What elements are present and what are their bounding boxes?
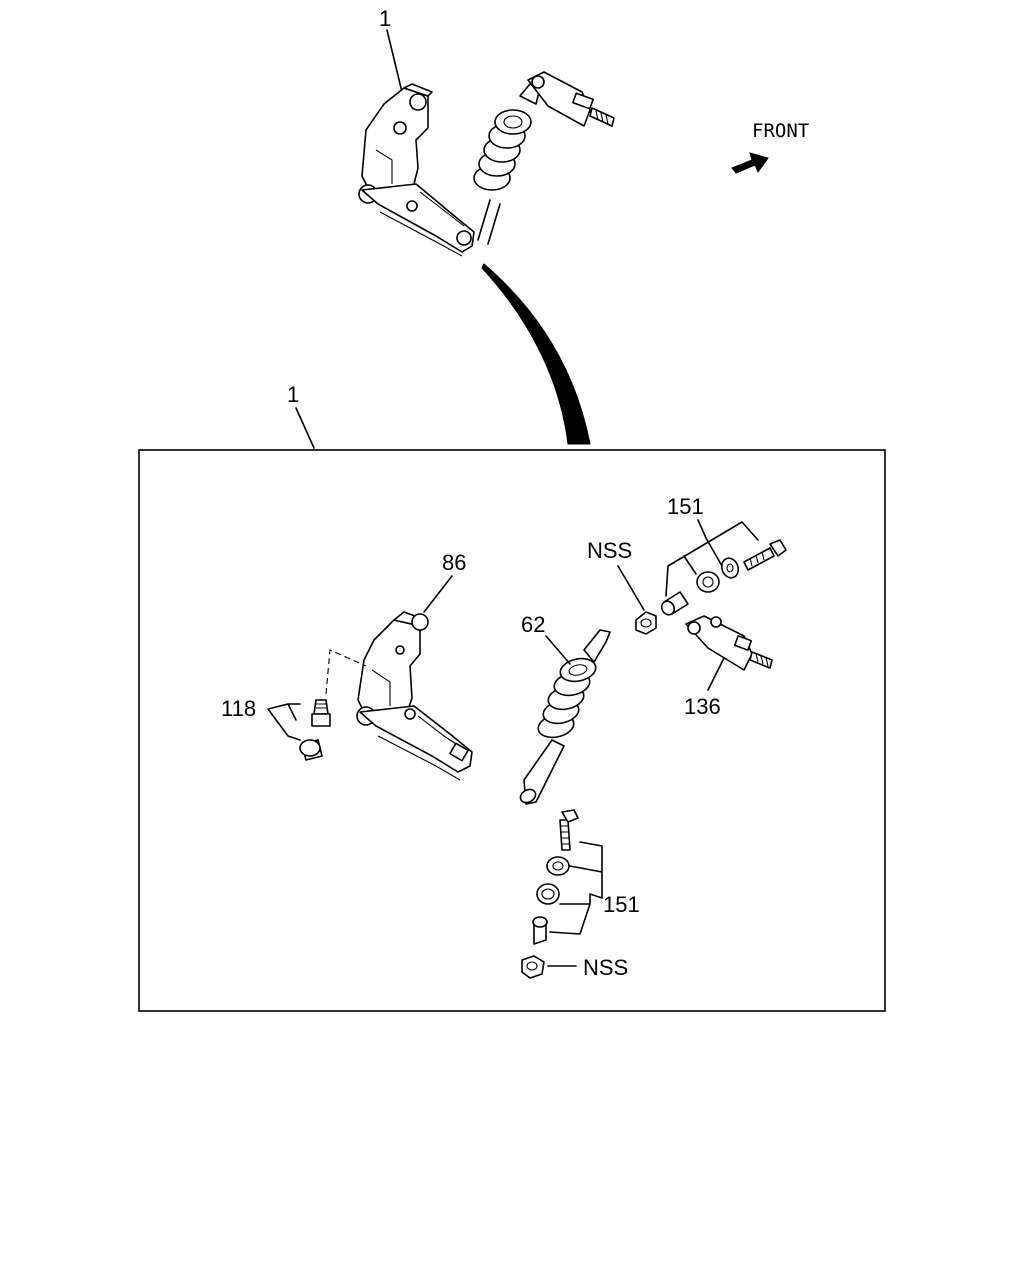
connector-arrow <box>481 263 591 445</box>
pedal-bracket-86 <box>356 611 473 781</box>
leader-bushing-lower <box>549 841 603 935</box>
leader-stop-bolt <box>267 703 301 741</box>
spring-62 <box>519 629 611 805</box>
leader-bushing-upper <box>665 519 759 597</box>
leader-nut-upper <box>617 565 645 611</box>
callout-assembly-box: 1 <box>287 382 299 407</box>
stop-bolt-118 <box>299 699 331 761</box>
leader-assembly-box <box>295 407 315 449</box>
assembly-dash-line <box>325 649 367 695</box>
leader-clevis <box>707 657 725 691</box>
assembly-overview: 1 <box>358 6 809 445</box>
leader-assembly-top <box>386 29 403 93</box>
callout-assembly-top: 1 <box>379 6 391 31</box>
spring-overview <box>473 83 541 245</box>
callout-bushing-lower: 151 <box>603 892 640 917</box>
bushing-kit-151-lower <box>532 809 579 945</box>
callout-pedal-bracket: 86 <box>442 550 466 575</box>
clevis-136 <box>685 615 773 671</box>
callout-bushing-upper: 151 <box>667 494 704 519</box>
callout-nut-lower: NSS <box>583 955 628 980</box>
nut-lower <box>521 955 545 979</box>
callout-nut-upper: NSS <box>587 538 632 563</box>
leader-spring <box>545 635 571 665</box>
front-arrow-icon <box>731 152 769 174</box>
pedal-bracket-overview <box>358 83 475 257</box>
callout-stop-bolt: 118 <box>221 696 256 721</box>
clevis-overview <box>527 71 615 127</box>
callout-spring: 62 <box>521 612 545 637</box>
leader-pedal-bracket <box>423 575 453 613</box>
nut-upper <box>635 611 657 635</box>
callout-clevis: 136 <box>684 694 721 719</box>
assembly-frame <box>138 449 886 1012</box>
front-label: FRONT <box>752 120 809 142</box>
bushing-kit-151-upper <box>660 539 787 616</box>
